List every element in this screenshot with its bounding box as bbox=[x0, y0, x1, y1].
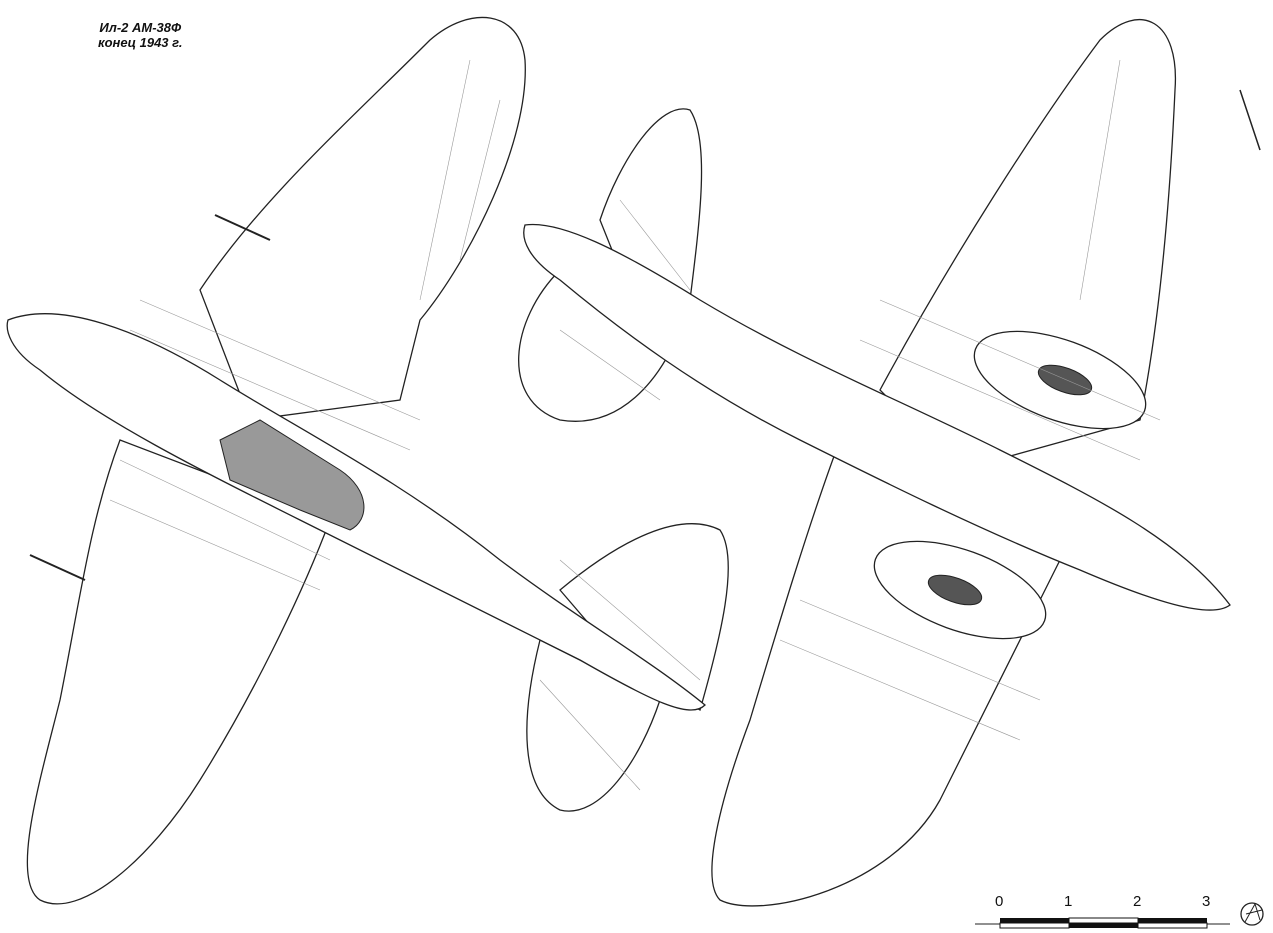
gun-barrel bbox=[29, 554, 86, 581]
upper-stabilizer bbox=[559, 523, 729, 712]
wheel-well-lower bbox=[927, 574, 983, 606]
signature-monogram bbox=[1240, 902, 1264, 926]
lower-stabilizer bbox=[526, 639, 661, 812]
pitot-tube bbox=[214, 214, 271, 241]
panel-lines-underside bbox=[559, 59, 1161, 741]
lower-wing bbox=[26, 439, 331, 905]
scale-tick-3: 3 bbox=[1202, 893, 1211, 910]
cockpit-canopy bbox=[219, 419, 365, 531]
top-view bbox=[6, 16, 729, 905]
title-line2: конец 1943 г. bbox=[98, 35, 183, 50]
antenna-mast bbox=[1239, 89, 1261, 151]
panel-lines bbox=[109, 59, 701, 791]
wheel-well-upper bbox=[1037, 364, 1093, 396]
upper-wing bbox=[199, 16, 526, 421]
scale-tick-1: 1 bbox=[1064, 893, 1073, 910]
lower-stabilizer-underside bbox=[518, 269, 681, 422]
scale-tick-2: 2 bbox=[1133, 893, 1142, 910]
bottom-view bbox=[518, 18, 1261, 907]
drawing-title: Ил-2 АМ-38Ф конец 1943 г. bbox=[98, 20, 183, 50]
title-line1: Ил-2 АМ-38Ф bbox=[99, 20, 182, 35]
upper-stabilizer-underside bbox=[599, 108, 703, 301]
scale-tick-0: 0 bbox=[995, 893, 1004, 910]
scale-bar bbox=[975, 917, 1230, 929]
fuselage-underside bbox=[523, 223, 1231, 611]
